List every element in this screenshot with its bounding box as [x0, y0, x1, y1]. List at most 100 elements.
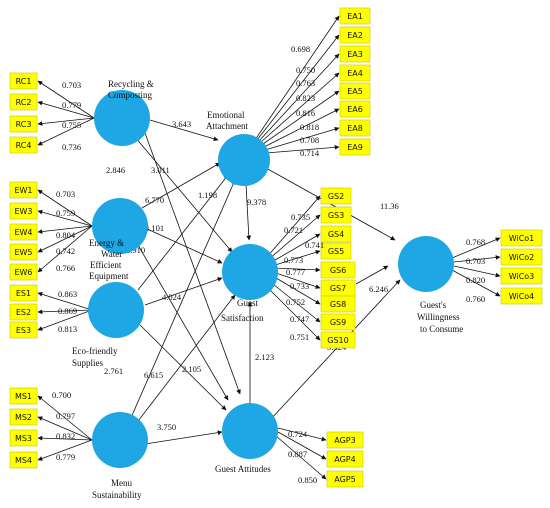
coef-ewe-ga: 3.910 [126, 245, 145, 255]
loading-wico1: 0.768 [466, 237, 485, 247]
coef-rc-ga: 3.011 [151, 165, 170, 175]
loading-ea2: 0.750 [296, 65, 315, 75]
path-rc-gs [134, 136, 233, 253]
loading-gs2: 0.735 [291, 212, 310, 222]
coef-ea-gs: 9.378 [247, 197, 266, 207]
svg-text:EW4: EW4 [14, 228, 32, 237]
svg-text:WiCo1: WiCo1 [509, 234, 535, 243]
loading-ea3: 0.763 [296, 78, 315, 88]
loading-gs9: 0.747 [290, 314, 309, 324]
loading-ms3: 0.832 [56, 431, 75, 441]
label-es-2: Supplies [72, 358, 104, 368]
indicator-wico2: WiCo2 [500, 248, 543, 266]
label-rc-2: Composting [108, 90, 153, 100]
loading-ea6: 0.818 [300, 122, 319, 132]
indicator-ms3: MS3 [9, 429, 38, 447]
path-es-ga [139, 324, 227, 411]
label-gwc-3: to Consume [420, 324, 463, 334]
indicator-rc1: RC1 [9, 72, 38, 90]
coef-ea-gwc: 11.36 [380, 201, 399, 211]
coef-ewe-gs: 4.101 [145, 223, 164, 233]
coef-ms-ea: 2.761 [104, 366, 123, 376]
loading-ea5: 0.816 [296, 108, 315, 118]
loading-ea8: 0.708 [300, 135, 319, 145]
loading-es1: 0.863 [58, 289, 77, 299]
loading-gs5: 0.773 [284, 255, 303, 265]
latent-energy-water [92, 198, 148, 254]
loading-gs8: 0.752 [286, 297, 305, 307]
path-ewe-ea [141, 162, 221, 209]
svg-text:GS8: GS8 [330, 300, 346, 309]
svg-text:MS2: MS2 [15, 413, 32, 422]
indicator-ew5: EW5 [9, 243, 38, 261]
indicator-gs4: GS4 [320, 225, 352, 243]
loading-wico2: 0.703 [466, 256, 485, 266]
loading-gs7: 0.733 [290, 281, 309, 291]
loading-rc3: 0.755 [62, 120, 81, 130]
path-es-gs [144, 277, 223, 306]
indicator-es3: ES3 [9, 321, 38, 339]
loading-rc2: 0.779 [62, 100, 81, 110]
label-gwc-1: Guest's [420, 300, 447, 310]
svg-text:RC4: RC4 [16, 141, 32, 150]
svg-text:ES2: ES2 [16, 308, 31, 317]
label-rc-1: Recycling & [108, 79, 154, 89]
loading-wico3: 0.820 [466, 275, 485, 285]
svg-text:GS6: GS6 [330, 266, 346, 275]
svg-text:EA8: EA8 [347, 124, 363, 133]
construct-emotional-attachment: EA1 EA2 EA3 EA4 EA5 EA6 EA8 EA9 0.698 0.… [206, 7, 371, 186]
path-gs-gwc [355, 265, 389, 285]
coef-ms-ga: 3.750 [157, 422, 176, 432]
indicator-gs3: GS3 [320, 206, 352, 224]
coef-es-gs: 4.024 [162, 292, 182, 302]
label-gs-1: Guest [237, 298, 258, 308]
path-ea-gs [245, 183, 252, 241]
indicator-gs9: GS9 [320, 313, 356, 331]
loading-ea4: 0.823 [296, 93, 315, 103]
indicator-ea9: EA9 [339, 138, 371, 156]
loading-rc4: 0.736 [62, 142, 81, 152]
indicator-wico3: WiCo3 [500, 267, 543, 285]
loading-gs6: 0.777 [286, 267, 305, 277]
svg-text:EA1: EA1 [347, 12, 363, 21]
indicator-ms1: MS1 [9, 387, 38, 405]
svg-text:WiCo3: WiCo3 [509, 272, 535, 281]
svg-text:GS5: GS5 [328, 247, 344, 256]
svg-text:EA2: EA2 [347, 31, 363, 40]
svg-text:ES1: ES1 [16, 289, 31, 298]
loading-ew5: 0.742 [56, 246, 75, 256]
loading-agp3: 0.724 [288, 429, 308, 439]
coef-gs-gwc: 6.246 [369, 284, 388, 294]
indicator-wico4: WiCo4 [500, 287, 543, 305]
indicator-ea5: EA5 [339, 82, 371, 100]
svg-text:EW1: EW1 [14, 186, 32, 195]
svg-text:AGP4: AGP4 [334, 455, 355, 464]
latent-guest-satisfaction [222, 244, 278, 300]
path-ga-gwc [269, 279, 401, 421]
loading-ms4: 0.779 [56, 452, 75, 462]
path-ms-gs [134, 294, 236, 426]
label-gwc-2: Willingness [417, 312, 460, 322]
indicator-ew1: EW1 [9, 181, 38, 199]
indicator-ea1: EA1 [339, 7, 371, 25]
loading-ea9: 0.714 [300, 148, 320, 158]
latent-willingness-to-consume [398, 236, 454, 292]
svg-text:RC1: RC1 [16, 77, 32, 86]
indicator-ea6: EA6 [339, 100, 371, 118]
svg-text:EA4: EA4 [347, 69, 363, 78]
loading-es2: 0.869 [58, 306, 77, 316]
indicator-ew6: EW6 [9, 263, 38, 281]
construct-energy-water: EW1 EW3 EW4 EW5 EW6 0.703 0.759 0.804 0.… [9, 181, 148, 281]
loading-ea1: 0.698 [291, 44, 310, 54]
path-coefficients: 3.643 2.846 3.011 6.770 4.101 3.910 1.19… [104, 119, 399, 432]
indicator-ea3: EA3 [339, 45, 371, 63]
coef-ga-gs: 2.123 [255, 352, 274, 362]
indicator-agp5: AGP5 [326, 470, 364, 488]
loading-ms2: 0.797 [56, 411, 75, 421]
indicator-wico1: WiCo1 [500, 229, 543, 247]
path-rc-ga [144, 132, 241, 395]
latent-guest-attitudes [222, 403, 278, 459]
indicator-gs10: GS10 [320, 331, 356, 349]
latent-eco-supplies [88, 282, 144, 338]
